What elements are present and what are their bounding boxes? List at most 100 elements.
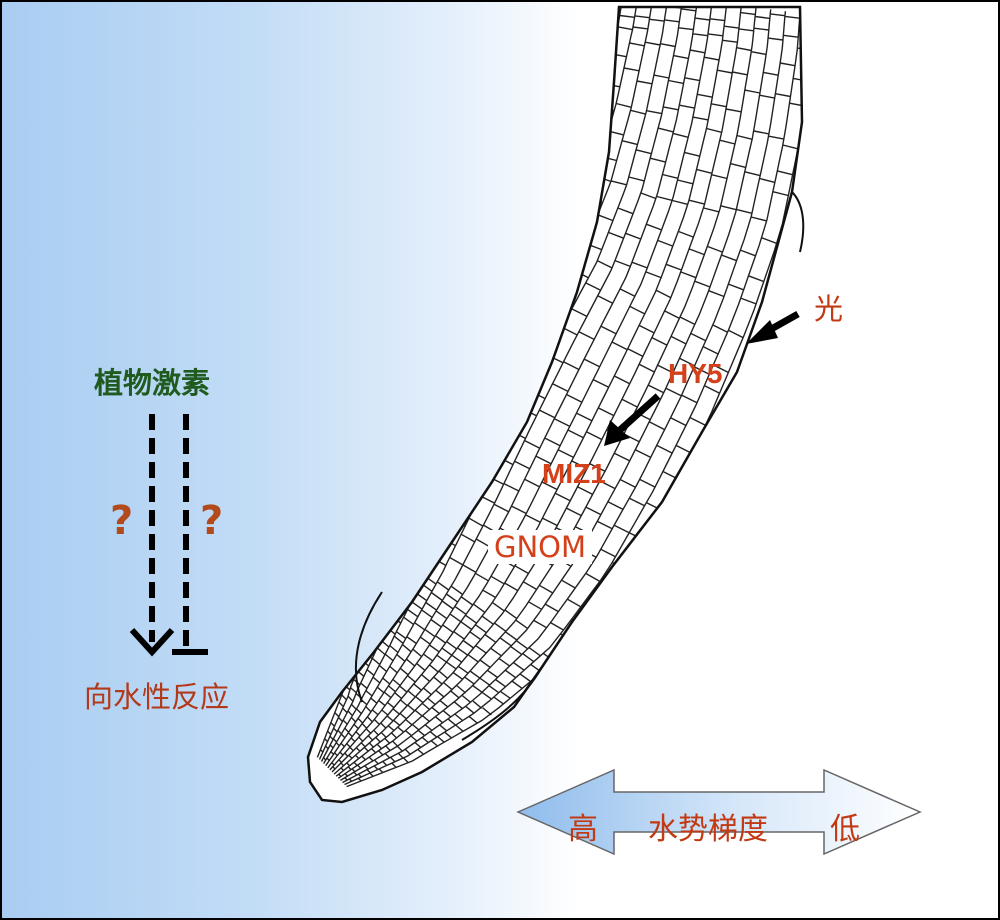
cell-wall-line bbox=[481, 615, 494, 625]
cell-wall-line bbox=[638, 324, 655, 334]
cell-wall-line bbox=[370, 697, 378, 704]
cell-wall-line bbox=[419, 512, 434, 522]
cell-wall-line bbox=[599, 480, 616, 490]
cell-wall-line bbox=[596, 48, 612, 53]
root-tip-illustration bbox=[306, 5, 805, 804]
cell-wall-line bbox=[670, 417, 687, 427]
cell-wall-line bbox=[506, 397, 523, 408]
cell-wall-line bbox=[614, 259, 631, 268]
cell-wall-line bbox=[732, 71, 748, 76]
cell-wall-line bbox=[358, 736, 364, 742]
cell-wall-line bbox=[399, 712, 407, 720]
cell-wall-line bbox=[772, 191, 789, 197]
cell-wall-line bbox=[490, 575, 505, 585]
cell-wall-line bbox=[357, 717, 364, 724]
cell-wall-line bbox=[681, 8, 696, 12]
cell-wall-line bbox=[475, 645, 487, 654]
cell-wall-line bbox=[433, 477, 449, 486]
cell-wall-line bbox=[330, 722, 335, 727]
cell-wall-line bbox=[417, 729, 426, 737]
cell-wall-line bbox=[553, 305, 570, 315]
cell-wall-line bbox=[657, 127, 674, 133]
cell-wall-line bbox=[648, 421, 665, 431]
cell-wall-line bbox=[689, 49, 706, 54]
cell-wall-line bbox=[770, 13, 786, 17]
cell-wall-line bbox=[689, 416, 706, 426]
cell-wall-line bbox=[468, 517, 484, 527]
cell-wall-line bbox=[389, 645, 399, 654]
cell-wall-line bbox=[344, 777, 348, 781]
cell-wall-line bbox=[430, 591, 443, 602]
cell-wall-line bbox=[350, 737, 356, 743]
cell-wall-line bbox=[451, 476, 468, 486]
cell-wall-line bbox=[416, 662, 426, 671]
cell-wall-line bbox=[561, 579, 576, 589]
cell-wall-line bbox=[636, 80, 653, 85]
cell-wall-line bbox=[442, 624, 454, 633]
cell-wall-line bbox=[528, 647, 541, 657]
cell-wall-line bbox=[366, 716, 373, 723]
cell-wall-line bbox=[504, 669, 517, 679]
cell-wall-line bbox=[597, 214, 614, 222]
cell-wall-line bbox=[404, 509, 419, 519]
cell-wall-line bbox=[703, 207, 720, 213]
cell-wall-line bbox=[391, 762, 397, 768]
cell-wall-line bbox=[421, 609, 433, 618]
cell-wall-line bbox=[431, 706, 440, 715]
cell-wall-line bbox=[449, 613, 462, 623]
cell-wall-line bbox=[380, 732, 387, 738]
cell-wall-line bbox=[656, 195, 673, 202]
cell-wall-line bbox=[639, 478, 656, 488]
cell-wall-line bbox=[464, 614, 478, 624]
cell-wall-line bbox=[586, 431, 603, 441]
cell-wall-line bbox=[391, 732, 398, 739]
cell-wall-line bbox=[607, 501, 624, 511]
cell-file-line bbox=[335, 7, 742, 777]
cell-wall-line bbox=[392, 678, 401, 687]
cell-wall-line bbox=[519, 673, 532, 683]
cell-wall-line bbox=[411, 601, 423, 610]
cell-wall-line bbox=[728, 329, 744, 339]
cell-wall-line bbox=[472, 684, 483, 693]
cell-wall-line bbox=[421, 736, 429, 744]
cell-wall-line bbox=[613, 524, 630, 534]
cell-wall-line bbox=[449, 556, 464, 566]
cell-wall-line bbox=[498, 657, 511, 667]
cell-wall-line bbox=[629, 42, 645, 47]
cell-wall-line bbox=[668, 79, 684, 85]
cell-wall-line bbox=[444, 731, 453, 739]
cell-wall-line bbox=[378, 699, 386, 707]
cell-wall-line bbox=[662, 173, 679, 179]
cell-wall-line bbox=[393, 719, 401, 726]
cell-wall-line bbox=[506, 319, 523, 329]
cell-wall-line bbox=[405, 718, 413, 726]
cell-wall-line bbox=[376, 647, 386, 656]
cell-wall-line bbox=[453, 631, 465, 640]
cell-wall-line bbox=[366, 769, 371, 774]
hydrotropic-response-label: 向水性反应 bbox=[84, 680, 230, 714]
cell-wall-line bbox=[428, 491, 443, 501]
cell-wall-line bbox=[355, 731, 361, 737]
cell-wall-line bbox=[722, 39, 738, 43]
hormone-promote-arrow bbox=[129, 414, 175, 657]
cell-wall-line bbox=[585, 282, 601, 291]
cell-wall-line bbox=[621, 140, 638, 146]
cell-wall-line bbox=[565, 250, 582, 258]
cell-wall-line bbox=[351, 768, 356, 773]
cell-wall-line bbox=[405, 658, 416, 667]
cell-wall-line bbox=[372, 676, 381, 684]
cell-wall-line bbox=[429, 731, 438, 738]
cell-wall-line bbox=[429, 664, 439, 673]
cell-wall-line bbox=[736, 208, 753, 214]
cell-wall-line bbox=[634, 449, 652, 459]
cell-wall-line bbox=[621, 398, 638, 408]
cell-wall-line bbox=[483, 405, 500, 415]
gradient-title-label: 水势梯度 bbox=[648, 812, 768, 847]
cell-wall-line bbox=[635, 149, 652, 155]
cell-wall-line bbox=[360, 742, 366, 748]
cell-wall-line bbox=[383, 691, 392, 699]
cell-wall-line bbox=[617, 207, 634, 215]
cell-wall-line bbox=[597, 407, 615, 417]
cell-wall-line bbox=[355, 747, 361, 752]
cell-wall-line bbox=[503, 482, 520, 492]
